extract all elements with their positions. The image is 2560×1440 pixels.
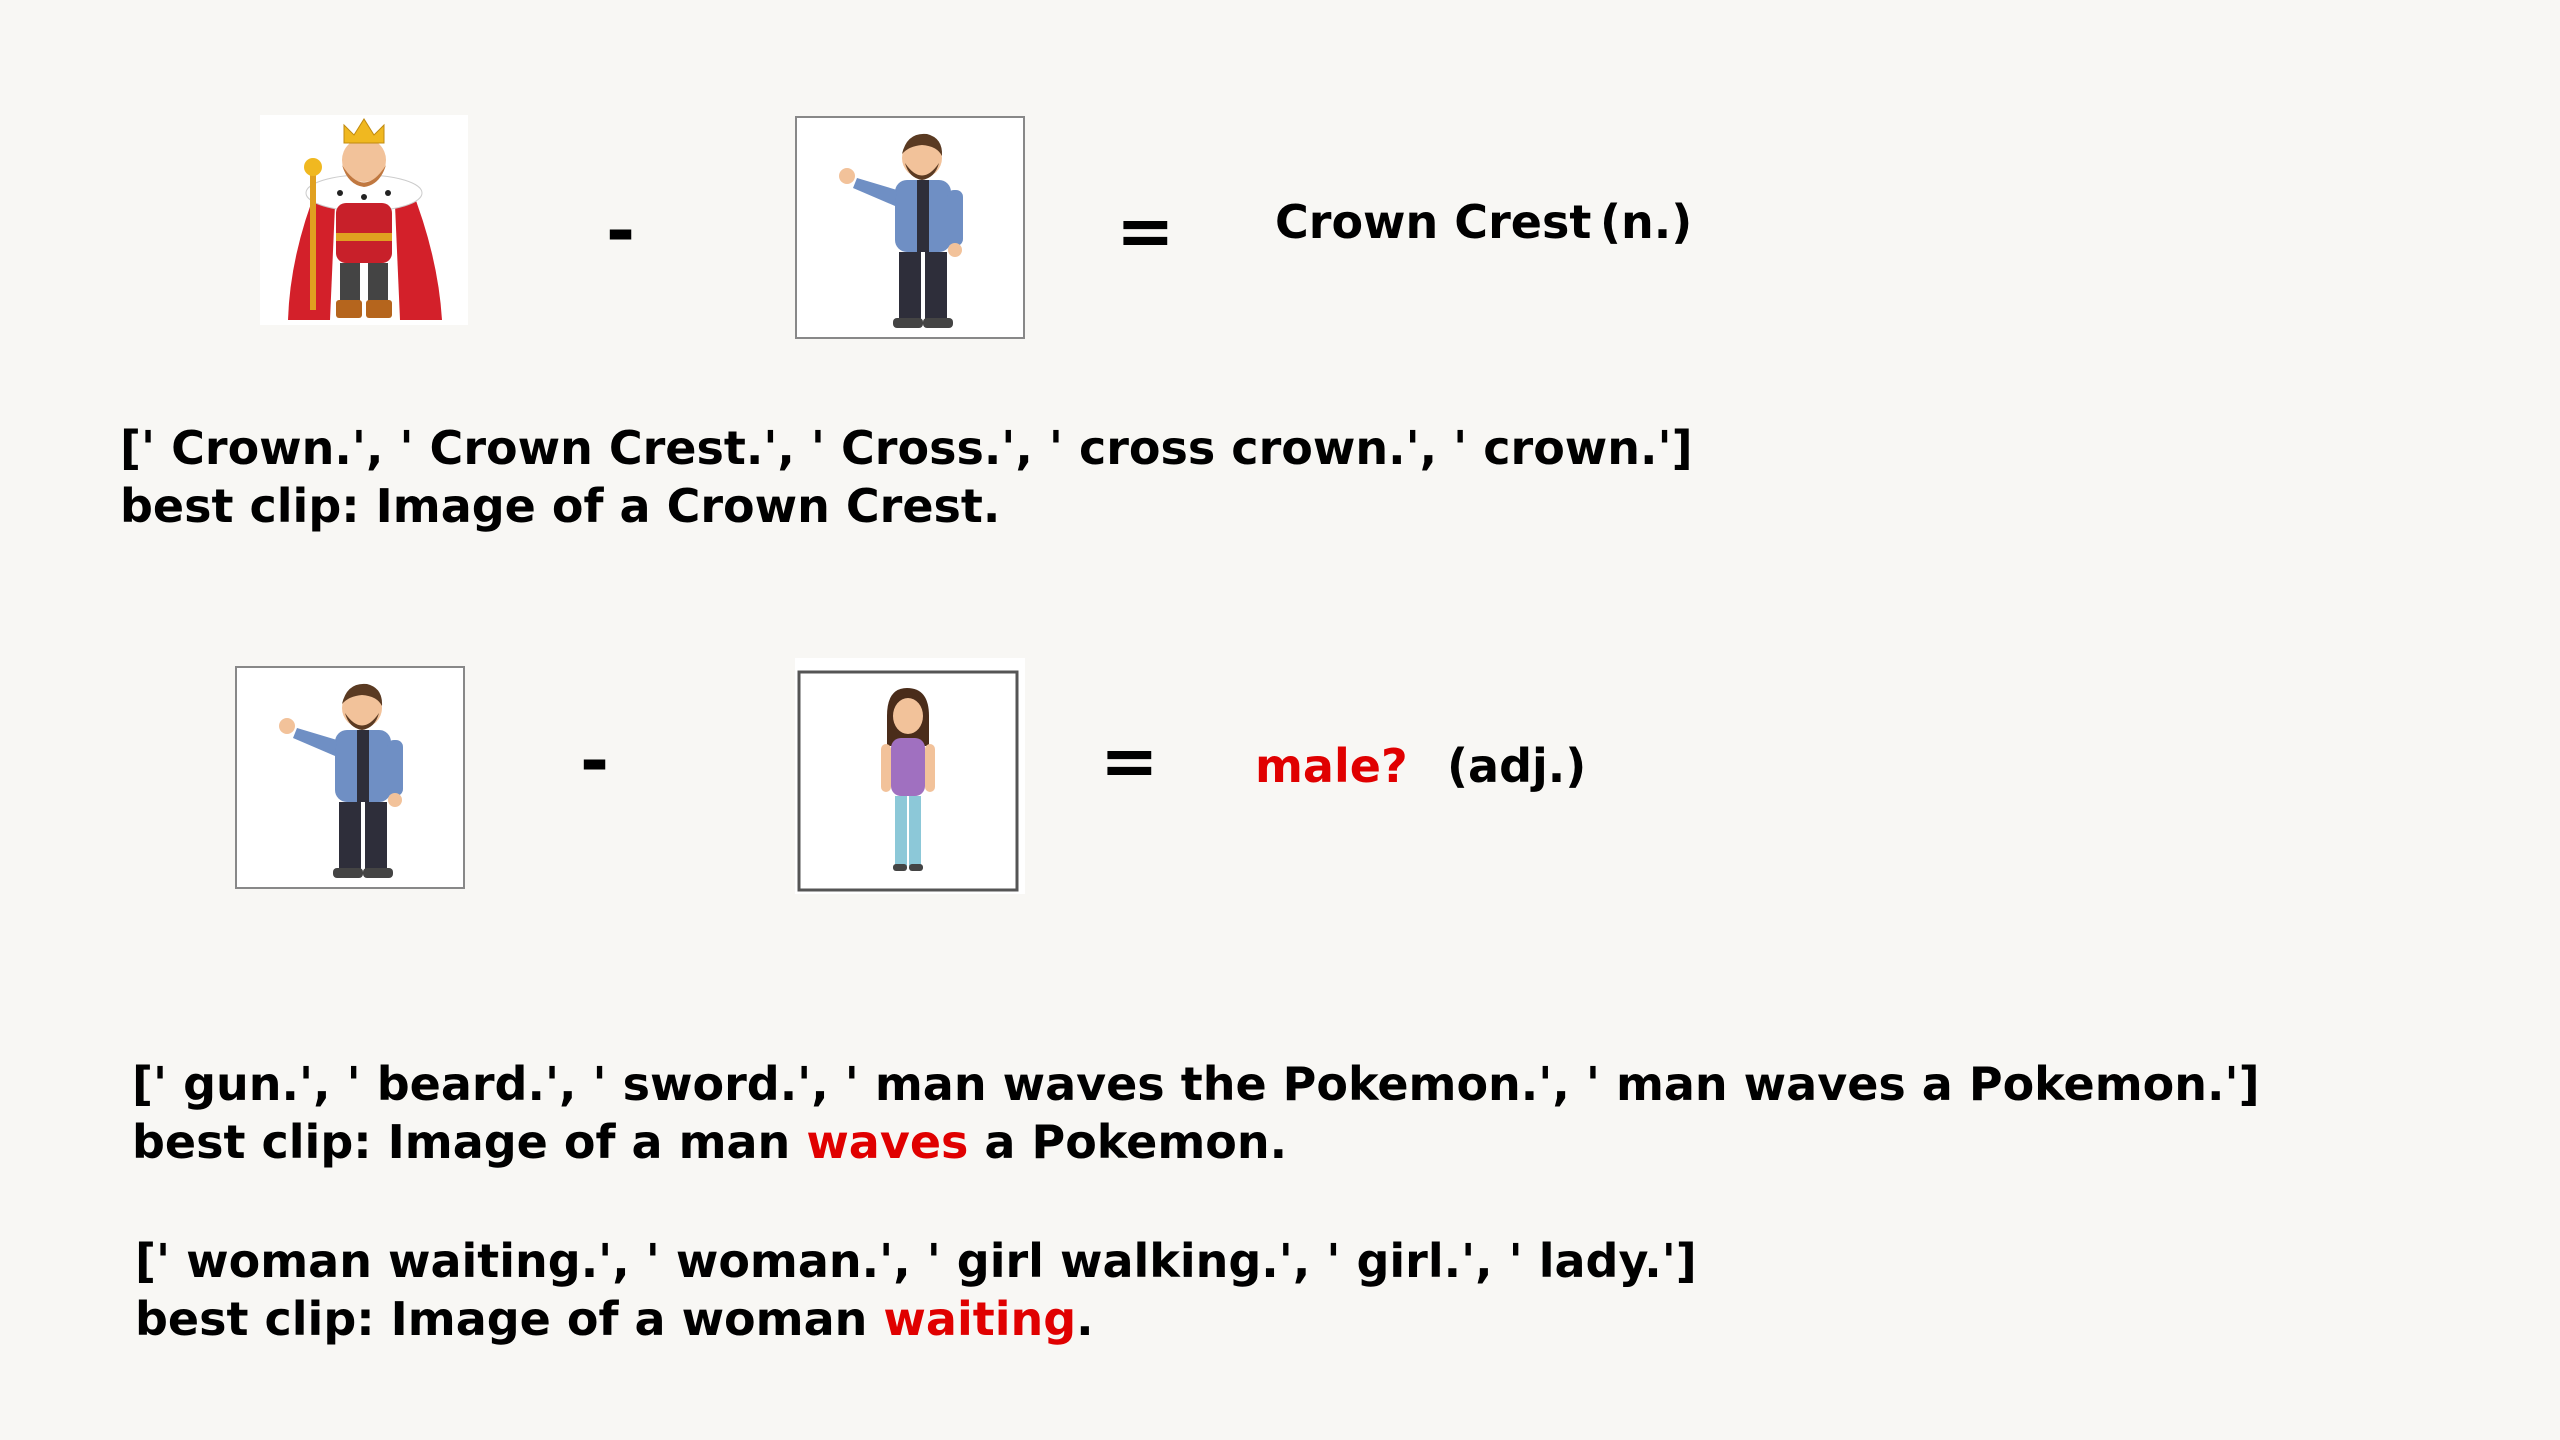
best-clip-caption: best clip: Image of a man waves a Pokemo… [132, 1116, 1287, 1169]
minus-operator: - [606, 190, 636, 272]
result-word: Crown Crest [1275, 195, 1592, 249]
woman-standing-image [795, 658, 1025, 894]
man-waving-image [795, 116, 1025, 339]
caption-highlight: waves [806, 1115, 969, 1169]
caption-text: best clip: Image of a man [132, 1115, 807, 1169]
minus-operator: - [580, 720, 610, 802]
result-word: male? [1255, 739, 1408, 793]
caption-highlight: waiting [883, 1292, 1077, 1346]
king-image [260, 115, 468, 325]
equals-operator: = [1100, 720, 1159, 802]
best-clip-caption: best clip: Image of a woman waiting. [135, 1293, 1094, 1346]
result-part-of-speech: (n.) [1600, 195, 1693, 249]
caption-text: best clip: Image of a woman [135, 1292, 884, 1346]
caption-text: . [1076, 1292, 1094, 1346]
result-part-of-speech: (adj.) [1447, 739, 1587, 793]
caption-text: a Pokemon. [968, 1115, 1288, 1169]
candidate-list: [' gun.', ' beard.', ' sword.', ' man wa… [132, 1057, 2260, 1111]
man-waving-image [235, 666, 465, 889]
candidate-list: [' Crown.', ' Crown Crest.', ' Cross.', … [120, 421, 1693, 475]
best-clip-caption: best clip: Image of a Crown Crest. [120, 479, 1001, 533]
equals-operator: = [1116, 190, 1175, 272]
candidate-list: [' woman waiting.', ' woman.', ' girl wa… [135, 1234, 1697, 1288]
